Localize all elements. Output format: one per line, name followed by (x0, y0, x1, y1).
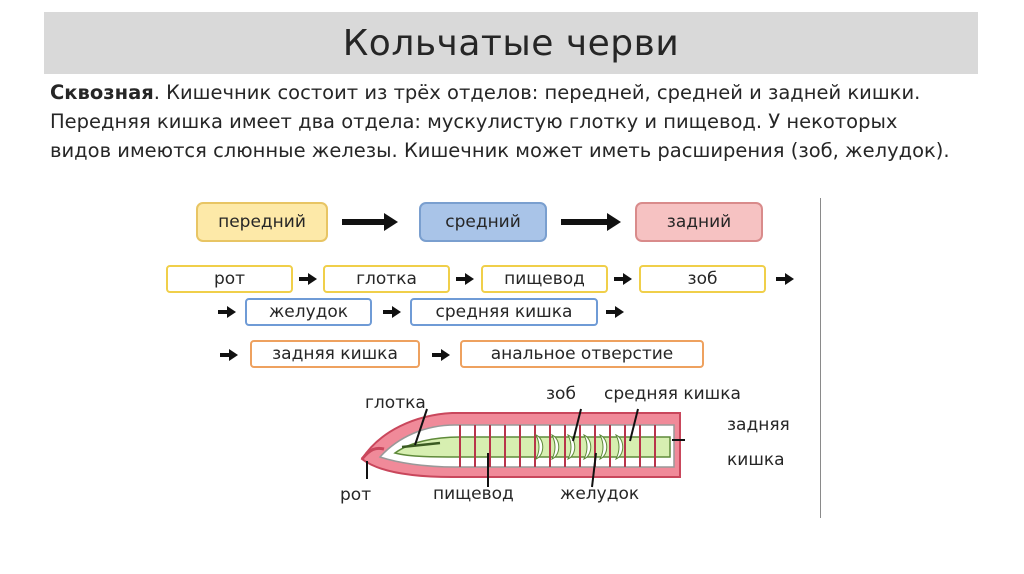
earthworm-digestive-diagram (360, 408, 685, 488)
vertical-divider (820, 198, 821, 518)
section-front: передний (196, 202, 328, 242)
section-back: задний (635, 202, 763, 242)
diagram-label-midgut: средняя кишка (604, 384, 741, 404)
diagram-label-stomach: желудок (560, 484, 640, 504)
description-text: . Кишечник состоит из трёх отделов: пере… (50, 81, 950, 162)
chain-anus: анальное отверстие (460, 340, 704, 368)
title-bar: Кольчатые черви (44, 12, 978, 74)
chain-esophagus: пищевод (481, 265, 608, 293)
diagram-label-hindgut-2: кишка (727, 450, 785, 470)
section-middle: средний (419, 202, 547, 242)
description-bold-term: Сквозная (50, 81, 154, 104)
chain-midgut: средняя кишка (410, 298, 598, 326)
diagram-label-pharynx: глотка (365, 393, 426, 413)
chain-stomach: желудок (245, 298, 372, 326)
chain-crop: зоб (639, 265, 766, 293)
chain-hindgut: задняя кишка (250, 340, 420, 368)
diagram-label-mouth: рот (340, 485, 372, 505)
chain-pharynx: глотка (323, 265, 450, 293)
description-paragraph: Сквозная. Кишечник состоит из трёх отдел… (50, 78, 950, 165)
chain-mouth: рот (166, 265, 293, 293)
slide-title: Кольчатые черви (342, 22, 680, 64)
diagram-label-hindgut-1: задняя (727, 415, 790, 435)
diagram-label-crop: зоб (546, 384, 576, 404)
diagram-label-esophagus: пищевод (433, 484, 514, 504)
